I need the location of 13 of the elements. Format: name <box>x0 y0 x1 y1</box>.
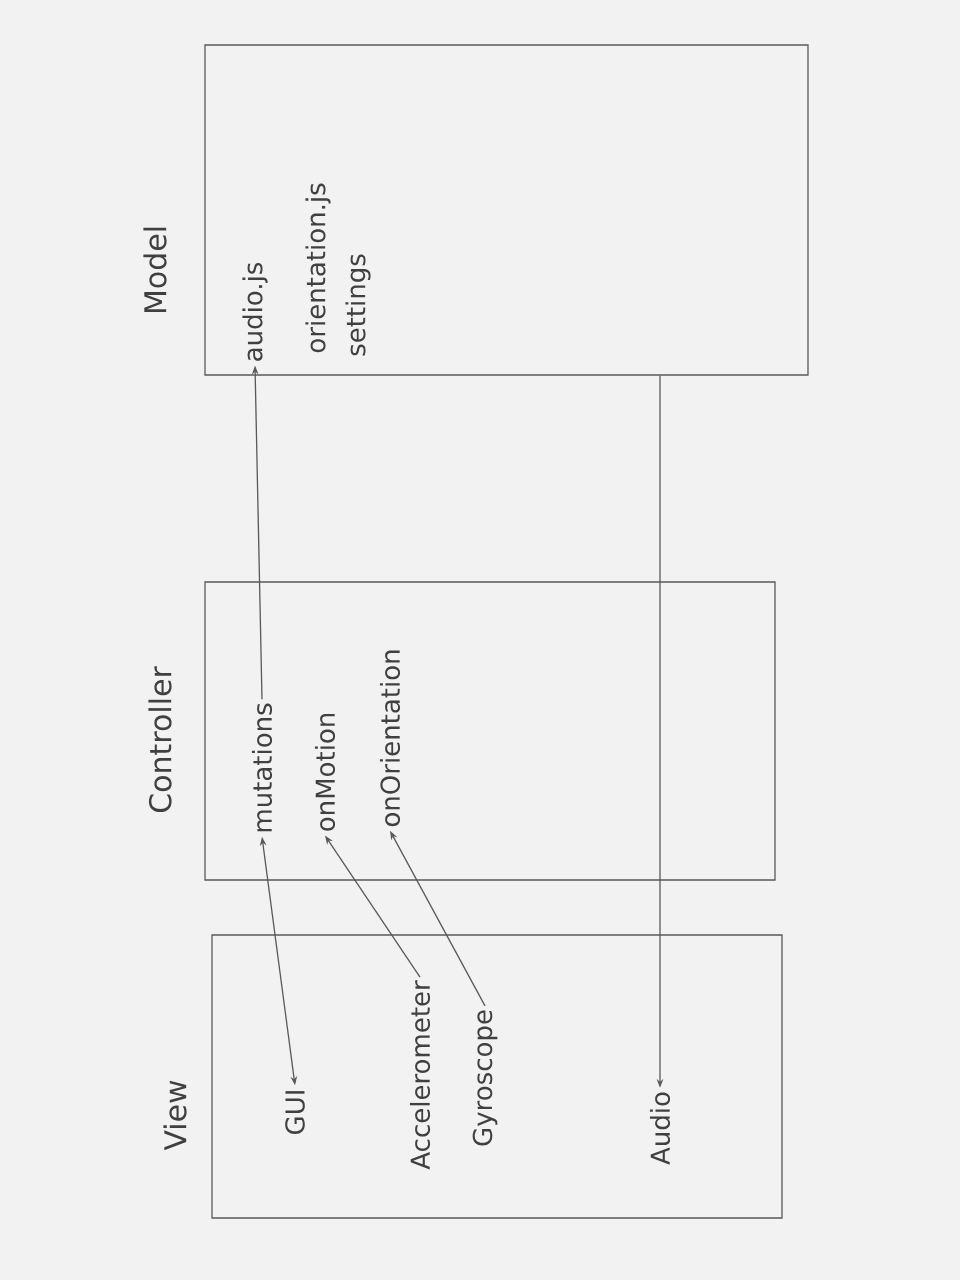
item-label: orientation.js <box>305 183 331 353</box>
item-label: mutations <box>251 703 273 832</box>
node-label: Model <box>143 227 167 313</box>
node-label: Controller <box>148 666 172 813</box>
item-label: audio.js <box>242 262 268 361</box>
item-label: Gyroscope <box>472 1010 498 1146</box>
item-label: onOrientation <box>379 650 401 827</box>
item-label: onMotion <box>314 713 336 831</box>
item-label: settings <box>345 254 371 356</box>
item-label: Audio <box>649 1092 671 1165</box>
node-label: View <box>163 1080 187 1151</box>
item-label: Accelerometer <box>409 980 431 1170</box>
item-label: GUI <box>285 1091 305 1134</box>
